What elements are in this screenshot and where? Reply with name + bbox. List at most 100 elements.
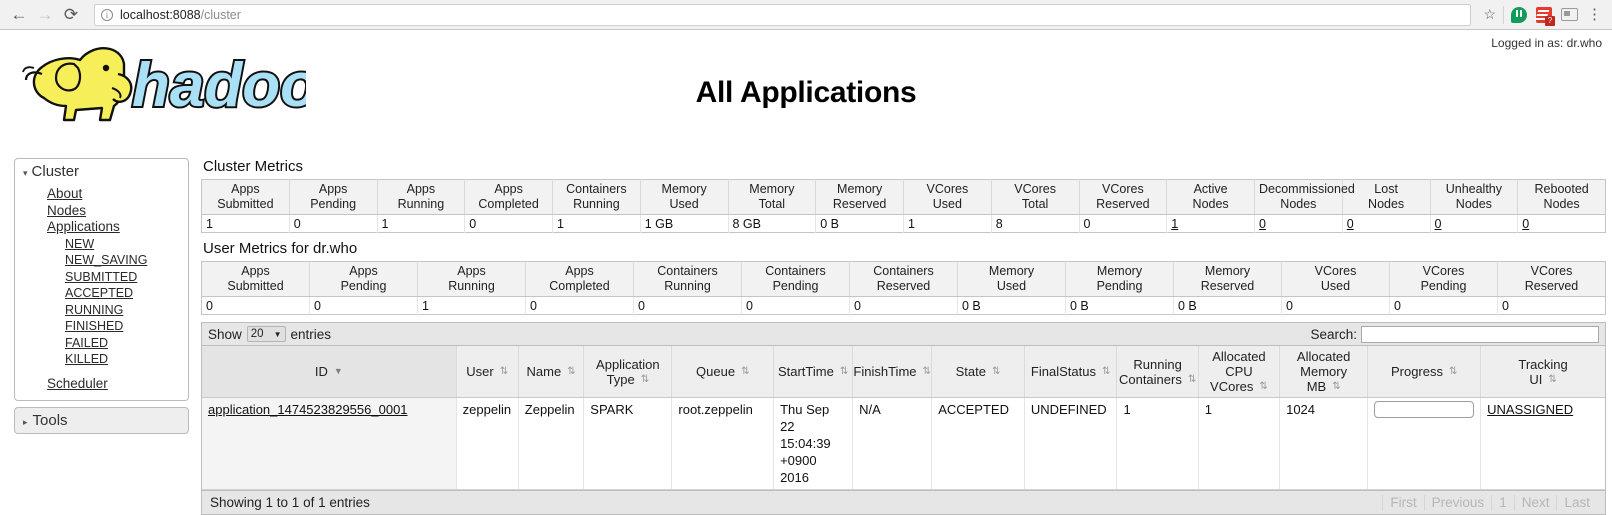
hangouts-icon[interactable] bbox=[1511, 6, 1527, 23]
sort-icon[interactable]: ⇅ bbox=[741, 366, 750, 377]
sort-desc-icon[interactable]: ▼ bbox=[333, 366, 343, 376]
sort-icon[interactable]: ⇅ bbox=[499, 366, 509, 377]
cast-window-icon[interactable] bbox=[1561, 8, 1578, 21]
cluster-metrics-header-word: Lost bbox=[1374, 182, 1398, 196]
user-metrics-header-word: VCores bbox=[1422, 264, 1465, 278]
user-metrics-value-cell: 1 bbox=[417, 296, 526, 315]
site-info-icon[interactable]: i bbox=[101, 8, 113, 21]
user-metrics-title: User Metrics for dr.who bbox=[203, 240, 358, 257]
sidebar-item-about[interactable]: About bbox=[47, 186, 83, 201]
app-queue-cell: root.zeppelin bbox=[671, 397, 775, 490]
applications-header-state[interactable]: State⇅ bbox=[931, 346, 1025, 398]
header-label: UI bbox=[1529, 371, 1543, 387]
pagination-previous[interactable]: Previous bbox=[1425, 494, 1493, 511]
sidebar-item-failed[interactable]: FAILED bbox=[65, 335, 109, 350]
back-arrow-icon[interactable]: ← bbox=[10, 5, 28, 24]
applications-header-finalstatus[interactable]: FinalStatus ⇅ bbox=[1024, 346, 1118, 398]
app-progress-cell bbox=[1367, 397, 1482, 490]
cluster-metrics-value-cell: 0 bbox=[289, 214, 378, 233]
applications-header-starttime[interactable]: StartTime⇅ bbox=[773, 346, 854, 398]
applications-header-progress[interactable]: Progress⇅ bbox=[1367, 346, 1482, 398]
header-last-line: MB⇅ bbox=[1307, 379, 1341, 394]
sort-icon[interactable]: ⇅ bbox=[1187, 373, 1197, 385]
sidebar-item-scheduler[interactable]: Scheduler bbox=[47, 375, 108, 391]
applications-header-user[interactable]: User⇅ bbox=[456, 346, 519, 398]
sidebar-item-applications[interactable]: Applications bbox=[47, 219, 120, 234]
sidebar-item-running[interactable]: RUNNING bbox=[65, 302, 124, 317]
pagination-next[interactable]: Next bbox=[1515, 494, 1558, 511]
page-length-select[interactable]: 20 ▼ bbox=[246, 326, 286, 342]
app-id-link[interactable]: application_1474523829556_0001 bbox=[208, 402, 408, 417]
pagination-1[interactable]: 1 bbox=[1492, 494, 1515, 511]
cluster-metrics-value-link[interactable]: 0 bbox=[1434, 216, 1442, 231]
applications-header-name[interactable]: Name⇅ bbox=[518, 346, 585, 398]
sidebar-section-tools[interactable]: ▸Tools bbox=[14, 407, 189, 434]
page-title: All Applications bbox=[695, 76, 917, 109]
sidebar-item-new[interactable]: NEW bbox=[65, 236, 95, 251]
applications-header-finishtime[interactable]: FinishTime⇅ bbox=[852, 346, 933, 398]
app-tracking-ui-link[interactable]: UNASSIGNED bbox=[1487, 402, 1574, 417]
applications-header-queue[interactable]: Queue⇅ bbox=[671, 346, 775, 398]
chrome-menu-icon[interactable]: ⋮ bbox=[1587, 5, 1602, 23]
pagination-first[interactable]: First bbox=[1382, 494, 1425, 511]
cluster-metrics-value-cell: 0 bbox=[1342, 214, 1431, 233]
sort-icon[interactable]: ⇅ bbox=[1259, 381, 1268, 392]
cluster-metrics-value-link[interactable]: 0 bbox=[1346, 216, 1354, 231]
sort-icon[interactable]: ⇅ bbox=[991, 366, 1001, 377]
user-metrics-header-word: VCores bbox=[1314, 264, 1357, 278]
app-finish-time-cell: N/A bbox=[852, 397, 933, 490]
search-input[interactable] bbox=[1361, 325, 1599, 343]
pagination-last[interactable]: Last bbox=[1564, 494, 1590, 510]
sort-icon[interactable]: ⇅ bbox=[1101, 366, 1111, 377]
sidebar-item-accepted[interactable]: ACCEPTED bbox=[65, 286, 134, 300]
datatable-info: Showing 1 to 1 of 1 entries bbox=[210, 495, 370, 510]
sidebar-item-nodes[interactable]: Nodes bbox=[47, 202, 87, 218]
sidebar-item-submitted[interactable]: SUBMITTED bbox=[65, 269, 138, 284]
reload-icon[interactable]: ⟳ bbox=[63, 5, 79, 24]
sort-icon[interactable]: ⇅ bbox=[1548, 373, 1557, 385]
cluster-metrics-value-link[interactable]: 1 bbox=[1171, 216, 1179, 231]
sidebar-item-killed[interactable]: KILLED bbox=[65, 352, 109, 366]
address-bar[interactable]: i localhost:8088/cluster bbox=[94, 3, 1472, 26]
user-metrics-header-word: Running bbox=[664, 279, 711, 293]
sidebar-item-finished[interactable]: FINISHED bbox=[65, 319, 124, 333]
sort-icon[interactable]: ⇅ bbox=[1332, 381, 1341, 392]
sidebar-section-cluster[interactable]: ▾Cluster bbox=[15, 159, 188, 184]
app-user-cell: zeppelin bbox=[456, 397, 519, 490]
user-metrics-header-word: Memory bbox=[1204, 264, 1251, 278]
bookmark-star-icon[interactable]: ☆ bbox=[1483, 6, 1496, 22]
cluster-metrics-header-word: Running bbox=[397, 197, 445, 211]
user-metrics-header-word: Used bbox=[996, 279, 1027, 293]
sort-icon[interactable]: ⇅ bbox=[922, 366, 931, 377]
cluster-metrics-header-word: Decommissioned bbox=[1259, 182, 1355, 196]
sort-icon[interactable]: ⇅ bbox=[640, 373, 650, 385]
sort-icon[interactable]: ⇅ bbox=[1449, 366, 1458, 377]
cluster-metrics-value-cell: 1 bbox=[1166, 214, 1255, 233]
extension-icon[interactable]: ? bbox=[1536, 6, 1555, 26]
user-metrics-value-cell: 0 B bbox=[1173, 296, 1282, 315]
sort-icon[interactable]: ⇅ bbox=[567, 366, 576, 377]
sidebar-item-new-saving[interactable]: NEW_SAVING bbox=[65, 253, 148, 267]
applications-header-id[interactable]: ID▼ bbox=[202, 346, 457, 398]
app-allocated-vcores-cell: 1 bbox=[1198, 397, 1281, 490]
header-label: FinalStatus bbox=[1030, 364, 1096, 379]
sort-icon[interactable]: ⇅ bbox=[839, 366, 849, 377]
cluster-metrics-value-link[interactable]: 0 bbox=[1259, 216, 1266, 231]
cluster-metrics-value-link[interactable]: 0 bbox=[1522, 216, 1530, 231]
